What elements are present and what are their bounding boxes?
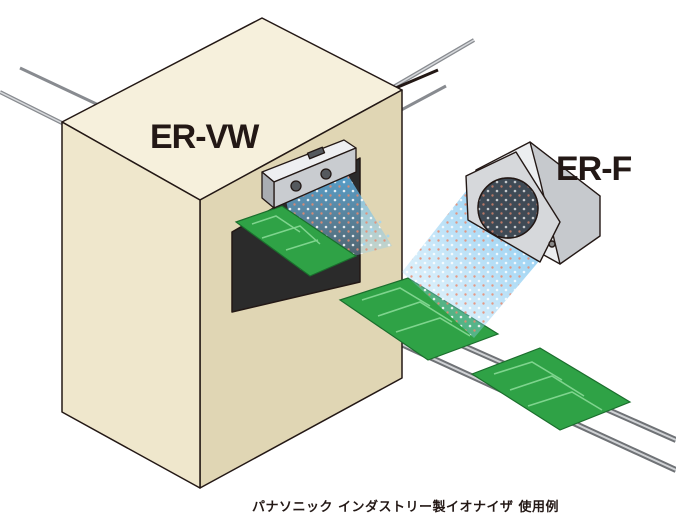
er-vw-label: ER-VW	[150, 118, 259, 156]
pcb-board-icon	[234, 205, 358, 277]
ionizer-bar-icon	[261, 139, 357, 209]
ion-particles	[362, 220, 390, 246]
er-f-label: ER-F	[556, 150, 632, 188]
pcb-board-icon	[338, 277, 500, 361]
figure-caption: パナソニック インダストリー製イオナイザ 使用例	[252, 500, 560, 515]
pcb-board-icon	[470, 347, 632, 431]
ionizer-fan-icon	[465, 141, 601, 265]
